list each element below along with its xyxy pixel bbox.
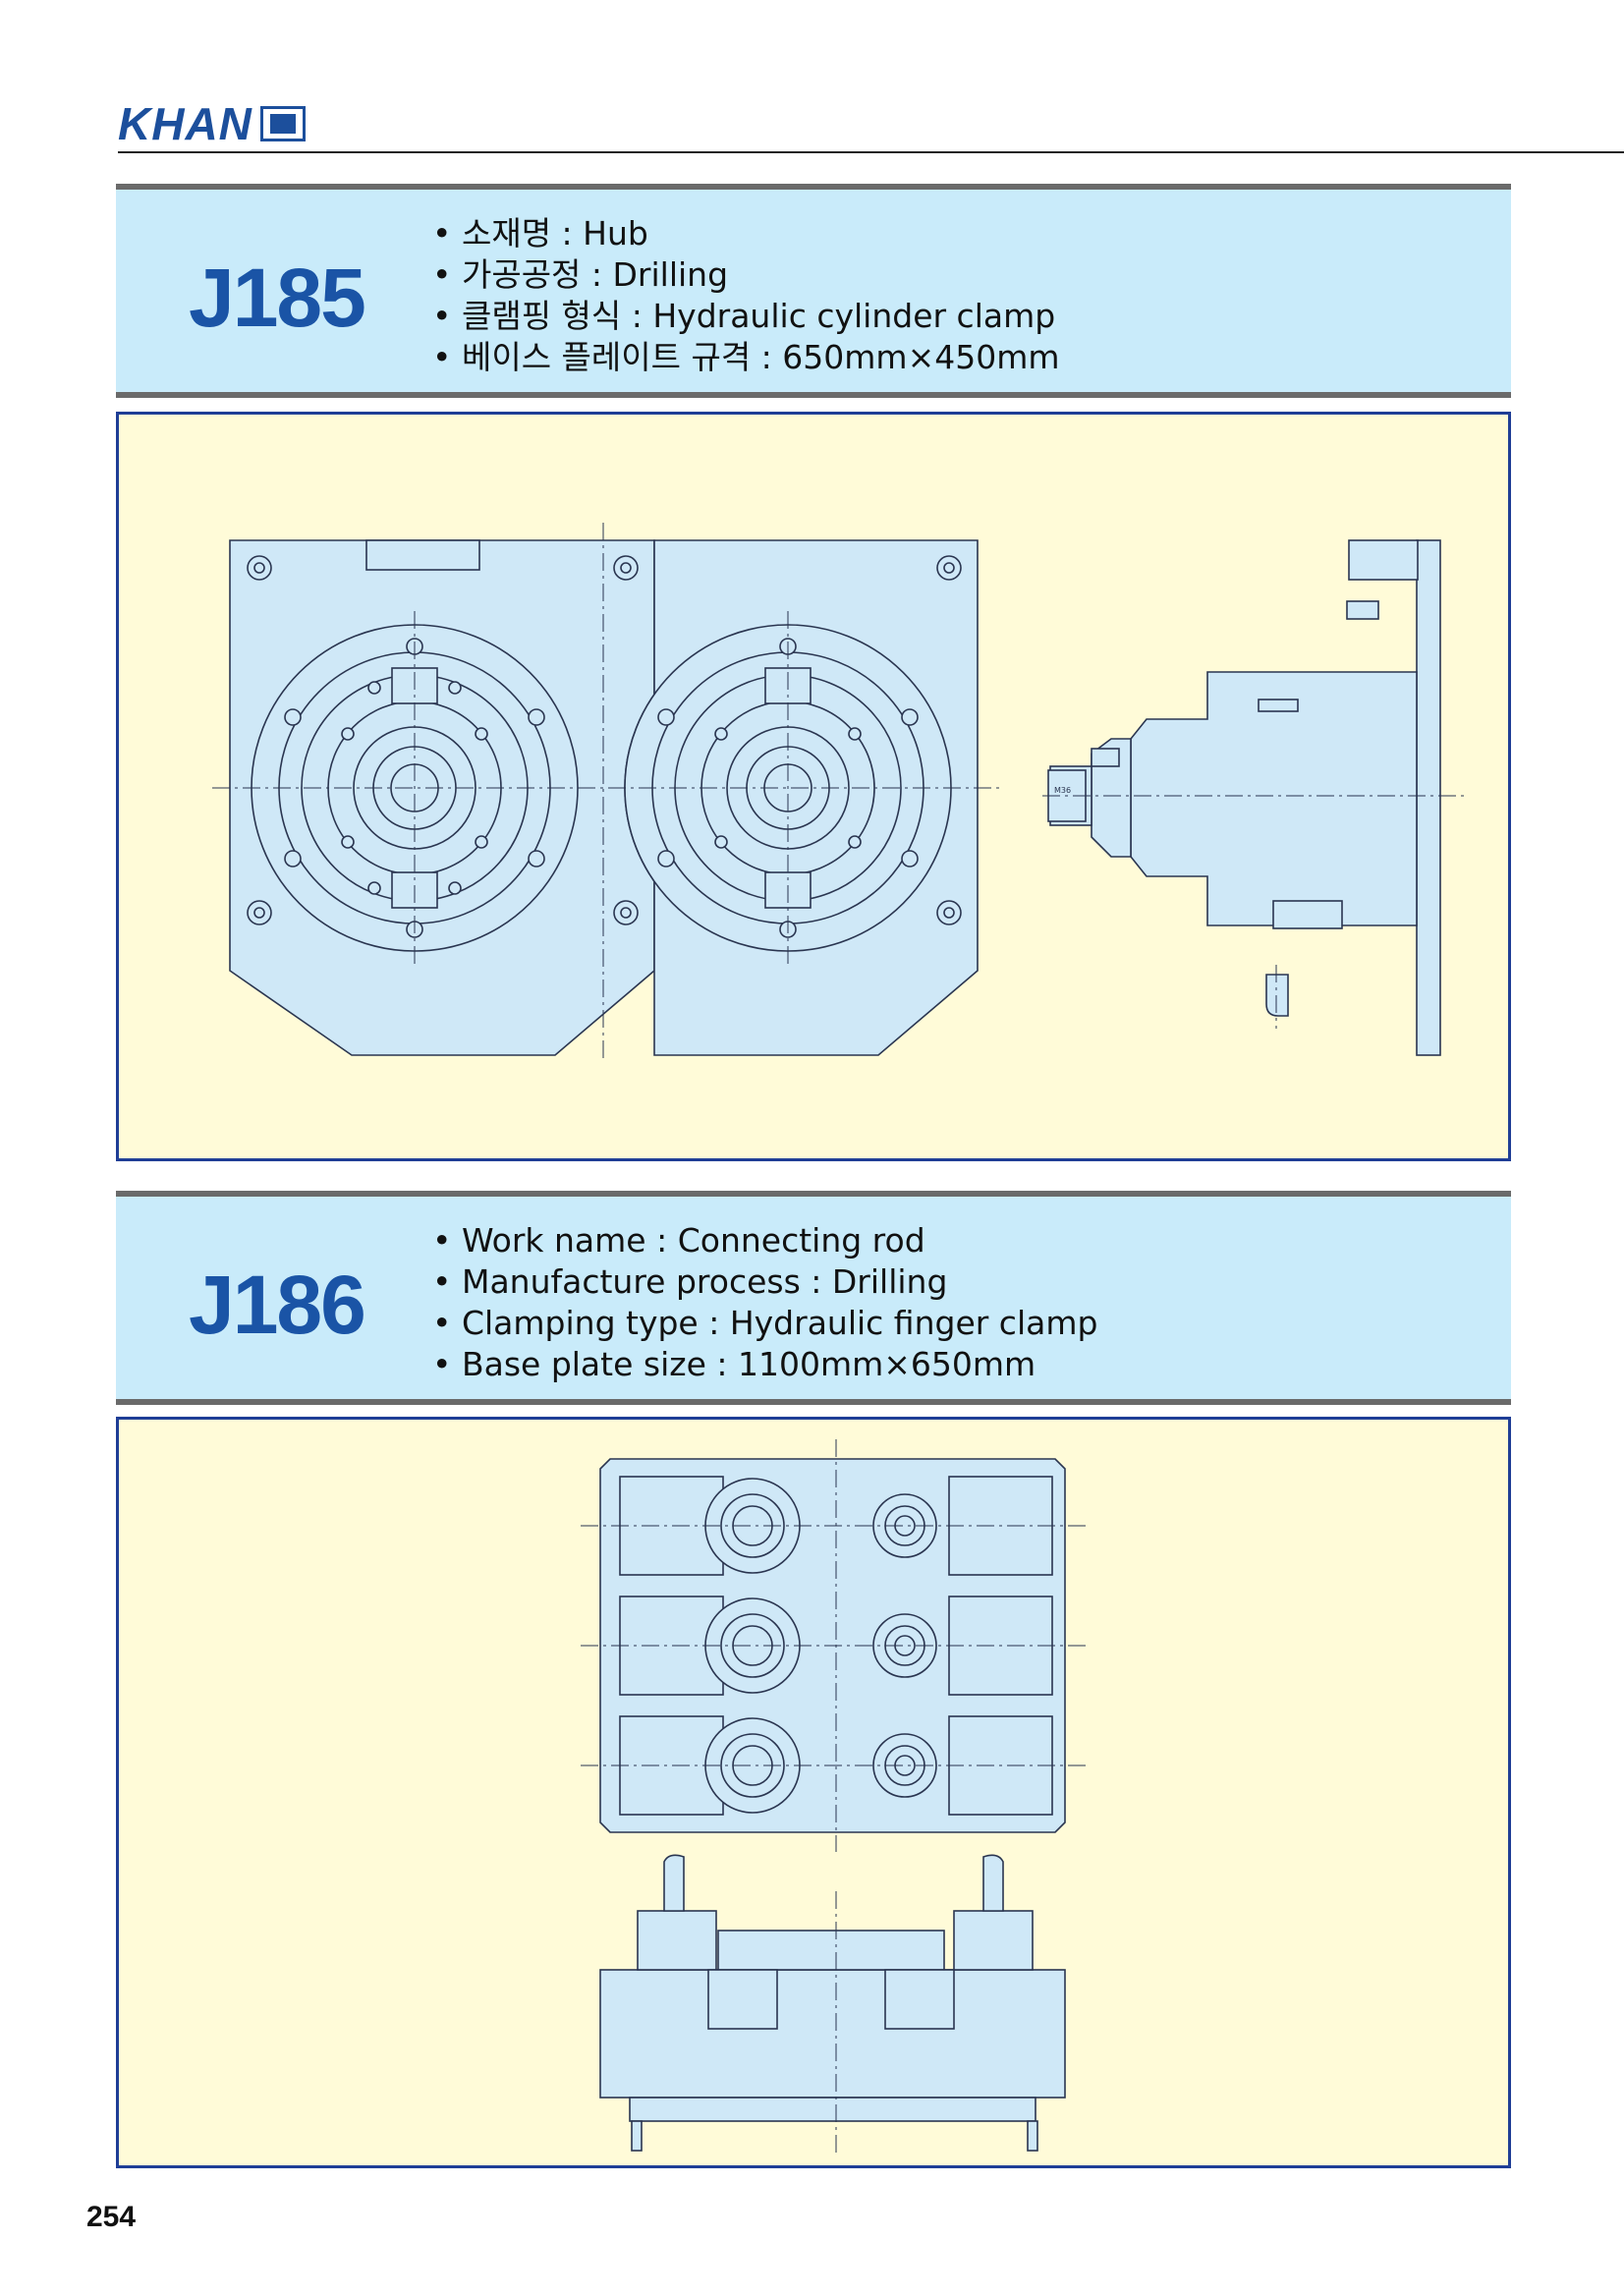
spec-item: 가공공정 : Drilling xyxy=(432,254,1060,296)
front-view xyxy=(599,1854,1066,2152)
spec-item: Manufacture process : Drilling xyxy=(432,1261,1097,1303)
cylinder-tag: M36 xyxy=(1054,786,1071,795)
spec-list: 소재명 : Hub 가공공정 : Drilling 클램핑 형식 : Hydra… xyxy=(432,213,1060,378)
khan-logo: KHAN xyxy=(118,98,306,149)
spec-item: Base plate size : 1100mm×650mm xyxy=(432,1344,1097,1385)
header-rule xyxy=(118,151,1624,153)
brand-name: KHAN xyxy=(118,98,252,149)
product-code: J186 xyxy=(189,1259,366,1351)
drawing-panel-j186 xyxy=(116,1417,1511,2168)
connecting-rod-fixture-drawing xyxy=(581,1439,1087,2156)
station-row xyxy=(619,1476,1053,1576)
spec-band-j186: J186 Work name : Connecting rod Manufact… xyxy=(116,1191,1511,1405)
page-number: 254 xyxy=(86,2201,137,2233)
drawing-panel-j185: M36 xyxy=(116,412,1511,1161)
spec-item: 소재명 : Hub xyxy=(432,213,1060,254)
product-code: J185 xyxy=(189,252,366,344)
spec-band-j185: J185 소재명 : Hub 가공공정 : Drilling 클램핑 형식 : … xyxy=(116,184,1511,398)
brand-mark-icon xyxy=(259,106,306,141)
spec-item: Work name : Connecting rod xyxy=(432,1220,1097,1261)
spec-item: 베이스 플레이트 규격 : 650mm×450mm xyxy=(432,337,1060,378)
spec-item: 클램핑 형식 : Hydraulic cylinder clamp xyxy=(432,296,1060,337)
spec-item: Clamping type : Hydraulic finger clamp xyxy=(432,1303,1097,1344)
side-view xyxy=(1047,539,1441,1056)
hub-fixture-drawing: M36 xyxy=(212,523,1465,1063)
spec-list: Work name : Connecting rod Manufacture p… xyxy=(432,1220,1097,1385)
top-bracket xyxy=(365,539,480,571)
